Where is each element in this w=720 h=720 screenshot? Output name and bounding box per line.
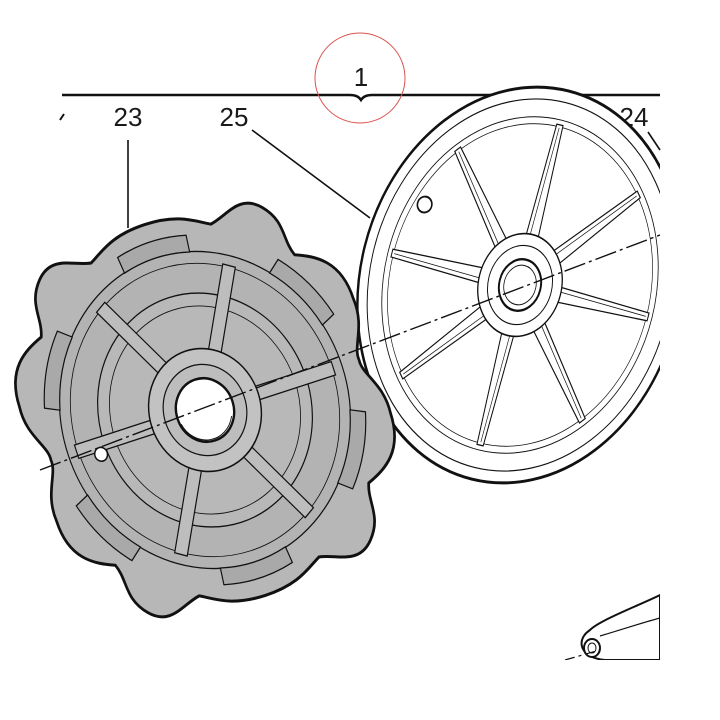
partial-arm-part [580, 593, 660, 660]
leader-lines [127, 129, 661, 228]
callout-assembly: 1 [354, 62, 368, 92]
callout-partial-tick [59, 113, 65, 121]
callout-part-23: 23 [114, 102, 143, 132]
center-axis-line-lower [564, 649, 601, 660]
callout-part-25: 25 [220, 102, 249, 132]
assembly-highlight-circle [314, 32, 406, 124]
spoked-disc-part-25 [356, 85, 660, 485]
leader-24 [647, 131, 661, 151]
gear-part-23 [14, 201, 396, 619]
center-axis-line [39, 234, 660, 471]
leader-25 [251, 129, 371, 219]
assembly-bracket [62, 93, 660, 103]
